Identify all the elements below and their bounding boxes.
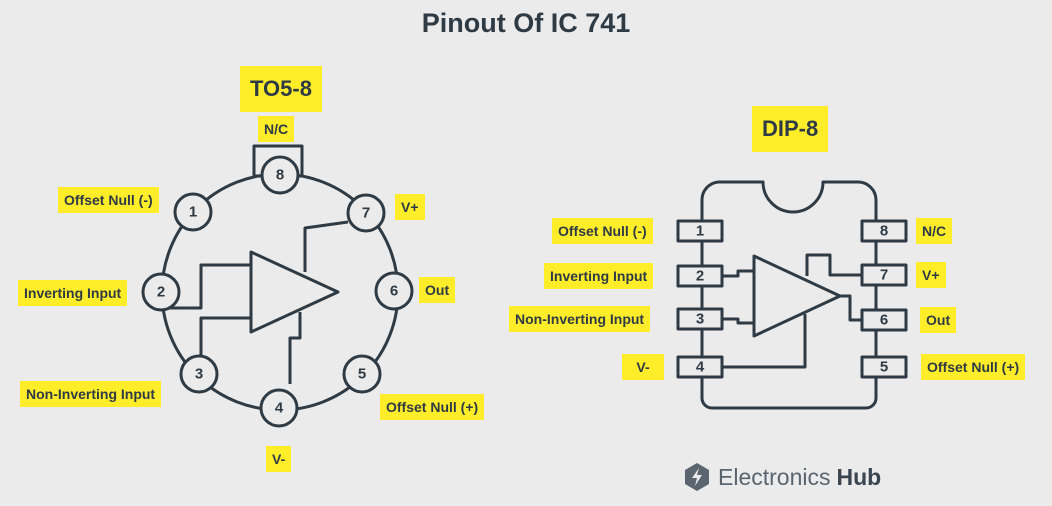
to5-opamp-symbol [249,250,340,334]
dip-pin-7-number: 7 [880,267,888,284]
dip-pin-3-number: 3 [696,311,704,328]
dip-pin-4-number: 4 [696,359,705,376]
to5-label-out: Out [419,277,456,303]
dip-label-out: Out [920,307,957,333]
dip-pin-6-number: 6 [880,312,888,329]
to5-label-nc: N/C [258,116,295,142]
to5-label-non-inverting-input: Non-Inverting Input [20,381,162,407]
dip-label-non-inverting-input: Non-Inverting Input [509,306,651,332]
dip-pin-1 [676,219,724,243]
dip-wire-pin6 [840,294,862,322]
dip-label-v-minus: V- [622,354,664,380]
to5-package-label: TO5-8 [240,66,322,112]
to5-pin-6 [374,271,414,311]
dip-label-v-plus: V+ [916,262,946,288]
to5-pin-6-number: 6 [390,283,398,300]
to5-pin-7 [346,193,386,233]
to5-pin-2 [141,272,181,312]
dip-wire-pin4 [722,314,807,369]
to5-wire-pin2 [167,263,251,310]
to5-pin-2-number: 2 [157,284,165,301]
to5-pin-8-number: 8 [276,167,284,184]
to5-pin-3 [179,354,219,394]
dip-pin-2 [676,264,724,288]
to5-label-offset-null-minus: Offset Null (-) [58,187,159,213]
to5-pin-4 [259,388,299,428]
to5-pin-5 [342,354,382,394]
to5-pin-8 [260,155,300,195]
to5-pin-7-number: 7 [362,205,370,222]
to5-pin-1-number: 1 [189,204,197,221]
dip-wire-pin7 [805,253,862,277]
dip-label-offset-null-plus: Offset Null (+) [921,354,1026,380]
dip-pin-8-number: 8 [880,223,888,240]
dip-pin-1-number: 1 [696,223,704,240]
electronics-hub-logo-icon [685,463,709,491]
brand-name-light: Electronics [718,463,831,490]
dip-pin-5 [860,355,908,379]
dip-label-nc: N/C [916,218,953,244]
dip-package-outline [700,180,878,410]
dip-pin-7 [860,263,908,287]
dip-pin-2-number: 2 [696,268,704,285]
to5-wire-pin3 [199,316,251,358]
to5-wire-pin7 [303,220,349,272]
brand-logo: Electronics Hub [684,462,881,492]
dip-pin-5-number: 5 [880,359,888,376]
dip-pin-4 [676,355,724,379]
to5-label-v-minus: V- [266,446,292,472]
to5-label-v-plus: V+ [395,194,425,220]
to5-pin-4-number: 4 [275,400,284,417]
to5-label-inverting-input: Inverting Input [18,280,128,306]
dip-pin-3 [676,307,724,331]
brand-name-bold: Hub [836,463,882,490]
dip-label-inverting-input: Inverting Input [544,263,654,289]
dip-package-label: DIP-8 [752,106,829,152]
dip-wire-pin2 [722,269,754,278]
to5-pin-3-number: 3 [195,366,203,383]
dip-pin-6 [860,308,908,332]
to5-label-offset-null-plus: Offset Null (+) [380,394,485,420]
to5-wire-pin4 [288,312,302,384]
dip-wire-pin3 [722,317,754,325]
to5-pin-1 [173,192,213,232]
dip-pin-8 [860,219,908,243]
dip-opamp-symbol [752,254,842,338]
to5-pin-5-number: 5 [358,366,366,383]
page-title: Pinout Of IC 741 [421,8,631,38]
dip-label-offset-null-minus: Offset Null (-) [552,218,653,244]
